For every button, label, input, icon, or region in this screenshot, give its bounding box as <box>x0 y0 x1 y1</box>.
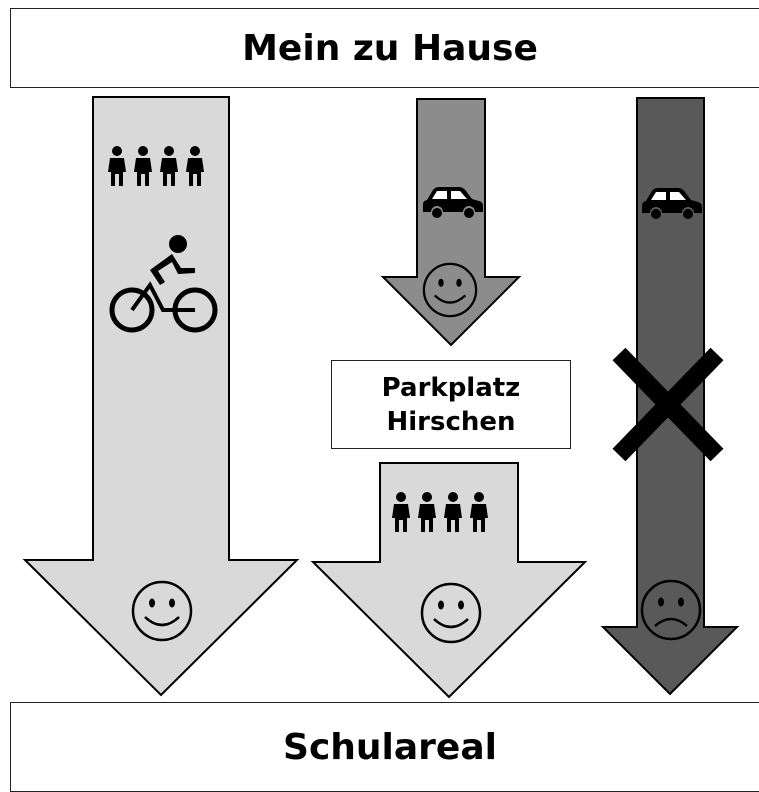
parking-title-line1: Parkplatz <box>381 372 521 403</box>
cross-icon <box>612 347 724 462</box>
route-walk-bike <box>22 96 300 697</box>
school-title: Schulareal <box>283 726 497 768</box>
home-label-box: Mein zu Hause <box>10 8 759 88</box>
school-label-box: Schulareal <box>10 702 759 792</box>
route-car-then-walk <box>310 98 588 699</box>
arrow-light-medium <box>310 462 588 699</box>
parking-label-box: Parkplatz Hirschen <box>331 360 571 449</box>
home-title: Mein zu Hause <box>242 27 538 69</box>
arrow-light-large <box>22 96 300 697</box>
arrow-mid-short <box>380 98 522 347</box>
parking-title-line2: Hirschen <box>386 406 516 437</box>
route-car-direct <box>600 97 740 696</box>
cyclist-icon <box>109 235 218 333</box>
